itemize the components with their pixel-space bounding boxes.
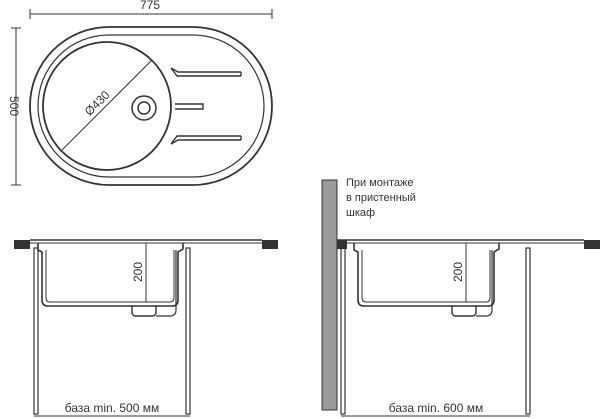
left-drain-icon xyxy=(131,306,157,317)
drainboard-groove-middle xyxy=(175,103,204,110)
right-countertop-left-block xyxy=(337,240,347,249)
right-section-view: При монтаже в пристенный шкаф 200 база m… xyxy=(321,177,600,417)
installation-note-line-2: в пристенный xyxy=(346,192,416,204)
right-overflow-pipe xyxy=(476,250,493,317)
right-base-label: база min. 600 мм xyxy=(389,401,484,415)
left-overflow-pipe xyxy=(156,250,177,317)
left-countertop-left-block xyxy=(14,240,30,249)
right-depth-label: 200 xyxy=(451,262,465,282)
drain-inner-icon xyxy=(137,101,151,115)
left-cabinet-wall-right xyxy=(185,247,191,415)
installation-note-line-1: При монтаже xyxy=(346,177,414,189)
sink-inner-contour xyxy=(37,34,265,178)
bowl-diameter-label: Ø430 xyxy=(82,88,113,119)
right-countertop-right-block xyxy=(584,240,600,249)
right-sink-bowl-inner xyxy=(361,250,491,303)
left-depth-label: 200 xyxy=(131,262,145,282)
right-sink-bowl-profile xyxy=(353,243,500,307)
left-sink-bowl-profile xyxy=(37,243,184,307)
right-drain-icon xyxy=(451,306,477,317)
right-wall xyxy=(321,179,338,411)
left-sink-bowl-inner xyxy=(45,250,175,303)
drain-outer-icon xyxy=(131,95,157,121)
installation-note-line-3: шкаф xyxy=(346,207,375,219)
height-label: 500 xyxy=(7,96,21,116)
left-countertop-right-block xyxy=(262,240,278,249)
width-label: 775 xyxy=(140,0,160,12)
right-cabinet-wall-left xyxy=(340,247,346,415)
drainboard-groove-bottom xyxy=(170,135,242,145)
top-view: 775 500 Ø430 xyxy=(7,0,273,186)
bowl-diameter-leader xyxy=(61,59,153,151)
left-section-view: 200 база min. 500 мм xyxy=(14,239,278,417)
bowl-contour xyxy=(42,41,172,171)
right-cabinet-wall-right xyxy=(525,247,531,415)
sink-outer-contour xyxy=(29,26,273,186)
drainboard-groove-top xyxy=(170,67,242,77)
left-cabinet-wall-left xyxy=(33,247,39,415)
left-base-label: база min. 500 мм xyxy=(65,401,160,415)
